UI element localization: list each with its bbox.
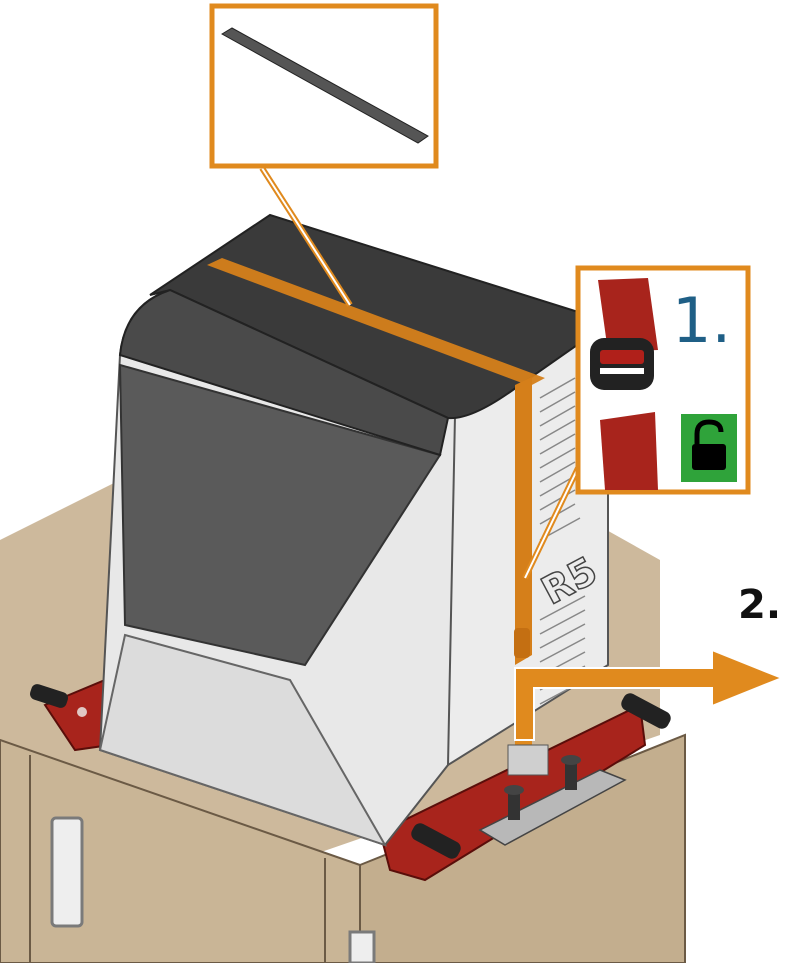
strap-top [207, 258, 545, 386]
strap-side [515, 377, 532, 665]
cabinet-handle [50, 816, 84, 928]
step-2-label: 2. [738, 582, 781, 628]
knob [30, 684, 68, 708]
pull-direction-arrow-icon [514, 648, 785, 741]
screw [561, 755, 581, 790]
buckle-detail-callout: 1. [575, 265, 751, 495]
step-1-label: 1. [672, 284, 731, 357]
device-window [118, 363, 442, 667]
base-plate [478, 744, 627, 846]
device-front-recess [98, 633, 388, 847]
strap-upper-segment [598, 278, 658, 352]
strap-buckle [514, 628, 530, 658]
knob [411, 823, 461, 859]
strap-material-swatch [221, 27, 429, 144]
cabinet-handle [348, 930, 376, 963]
strap-lower-segment [600, 412, 658, 490]
strap-buckle-icon [590, 338, 654, 390]
knob [621, 693, 671, 729]
cabinet-front [0, 738, 361, 963]
unlocked-padlock-icon [681, 414, 737, 482]
sliding-plate [478, 769, 627, 846]
strap-detail-callout [209, 3, 439, 169]
knobs [30, 684, 671, 859]
screw [504, 785, 524, 820]
